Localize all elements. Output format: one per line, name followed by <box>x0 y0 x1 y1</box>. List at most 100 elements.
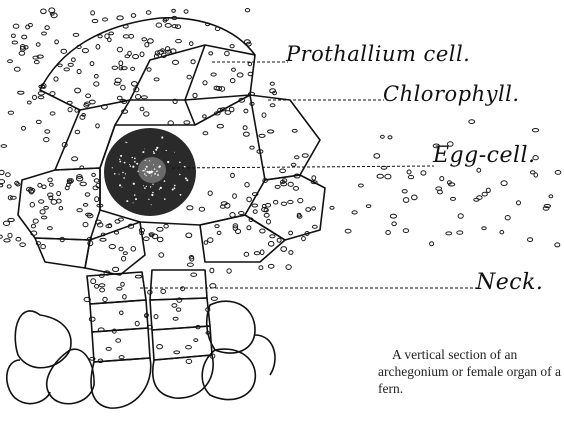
chlorophyll-grain <box>501 181 507 186</box>
chlorophyll-grain <box>291 163 296 166</box>
chlorophyll-grain <box>115 220 120 224</box>
chlorophyll-grain <box>217 231 221 234</box>
chlorophyll-grain <box>75 130 80 133</box>
chlorophyll-grain <box>366 205 371 208</box>
egg-speckle <box>151 204 152 205</box>
chlorophyll-grain <box>40 210 45 214</box>
chlorophyll-grain <box>211 297 217 300</box>
chlorophyll-grain <box>225 51 230 55</box>
chlorophyll-grain <box>6 173 11 177</box>
chlorophyll-grain <box>402 190 407 193</box>
chlorophyll-grain <box>157 227 163 231</box>
egg-speckle <box>135 198 137 200</box>
chlorophyll-grain <box>187 263 193 266</box>
chlorophyll-grain <box>268 264 274 268</box>
egg-speckle <box>150 186 151 187</box>
chlorophyll-grain <box>1 145 7 148</box>
chlorophyll-grain <box>96 45 100 50</box>
chlorophyll-grain <box>95 284 99 288</box>
chlorophyll-grain <box>243 126 247 130</box>
chlorophyll-grain <box>106 347 111 350</box>
chlorophyll-grain <box>157 237 163 242</box>
chlorophyll-grain <box>203 115 207 118</box>
chlorophyll-grain <box>54 77 58 81</box>
chlorophyll-grain <box>259 266 263 270</box>
chlorophyll-grain <box>244 252 249 256</box>
chlorophyll-grain <box>245 183 249 187</box>
chlorophyll-grain <box>123 295 127 299</box>
egg-speckle <box>144 170 145 171</box>
chlorophyll-grain <box>312 225 317 228</box>
egg-speckle <box>143 185 144 186</box>
chlorophyll-grain <box>165 24 171 28</box>
chlorophyll-grain <box>164 224 168 228</box>
egg-speckle <box>174 187 176 189</box>
chlorophyll-grain <box>388 136 392 139</box>
chlorophyll-grain <box>44 206 49 209</box>
chlorophyll-grain <box>36 43 40 47</box>
chlorophyll-grain <box>0 180 5 184</box>
chlorophyll-grain <box>105 34 109 39</box>
chlorophyll-grain <box>58 64 62 67</box>
chlorophyll-grain <box>117 47 122 52</box>
chlorophyll-grain <box>477 168 481 172</box>
chlorophyll-grain <box>280 169 286 173</box>
chlorophyll-grain <box>392 222 396 226</box>
egg-speckle <box>134 161 136 163</box>
chlorophyll-grain <box>80 182 86 186</box>
chlorophyll-grain <box>27 101 31 104</box>
chlorophyll-grain <box>57 199 62 203</box>
chlorophyll-grain <box>289 231 293 235</box>
chlorophyll-grain <box>8 60 13 63</box>
egg-speckle <box>152 192 154 194</box>
chlorophyll-grain <box>312 176 316 180</box>
chlorophyll-grain <box>44 138 49 142</box>
chlorophyll-grain <box>11 34 15 37</box>
egg-speckle <box>134 158 136 160</box>
chlorophyll-grain <box>75 88 81 93</box>
chlorophyll-grain <box>505 216 510 220</box>
chlorophyll-grain <box>270 82 274 85</box>
chlorophyll-grain <box>172 25 177 28</box>
chlorophyll-grain <box>555 243 560 247</box>
neck-cell <box>92 328 150 362</box>
egg-speckle <box>167 161 169 163</box>
chlorophyll-grain <box>51 200 57 205</box>
egg-speckle <box>114 173 116 175</box>
chlorophyll-grain <box>12 41 17 44</box>
chlorophyll-grain <box>120 311 124 315</box>
chlorophyll-grain <box>225 111 231 115</box>
chlorophyll-grain <box>42 185 46 189</box>
egg-speckle <box>159 165 161 167</box>
chlorophyll-grain <box>85 193 90 196</box>
chlorophyll-grain <box>289 251 293 255</box>
egg-speckle <box>119 184 121 186</box>
chlorophyll-grain <box>11 196 17 199</box>
neck-cell <box>90 300 148 332</box>
chlorophyll-grain <box>98 35 102 38</box>
egg-speckle <box>144 187 146 189</box>
chlorophyll-grain <box>403 229 408 233</box>
chlorophyll-grain <box>281 247 287 252</box>
chlorophyll-grain <box>408 175 413 178</box>
chlorophyll-grain <box>440 177 444 181</box>
chlorophyll-grain <box>8 233 12 237</box>
chlorophyll-grain <box>446 232 452 235</box>
chlorophyll-grain <box>114 82 120 85</box>
chlorophyll-grain <box>244 109 248 113</box>
egg-speckle <box>154 168 155 169</box>
egg-speckle <box>143 151 145 153</box>
chlorophyll-grain <box>33 95 37 99</box>
chlorophyll-grain <box>193 93 197 98</box>
chlorophyll-grain <box>204 241 208 245</box>
neck-tip-cell <box>153 355 213 398</box>
chlorophyll-grain <box>250 146 254 149</box>
chlorophyll-grain <box>36 120 41 123</box>
chlorophyll-grain <box>264 213 269 217</box>
chlorophyll-grain <box>42 32 47 35</box>
egg-speckle <box>145 168 147 170</box>
chlorophyll-grain <box>154 78 159 81</box>
chlorophyll-grain <box>41 216 46 219</box>
chlorophyll-grain <box>68 108 72 112</box>
chlorophyll-grain <box>3 221 9 225</box>
